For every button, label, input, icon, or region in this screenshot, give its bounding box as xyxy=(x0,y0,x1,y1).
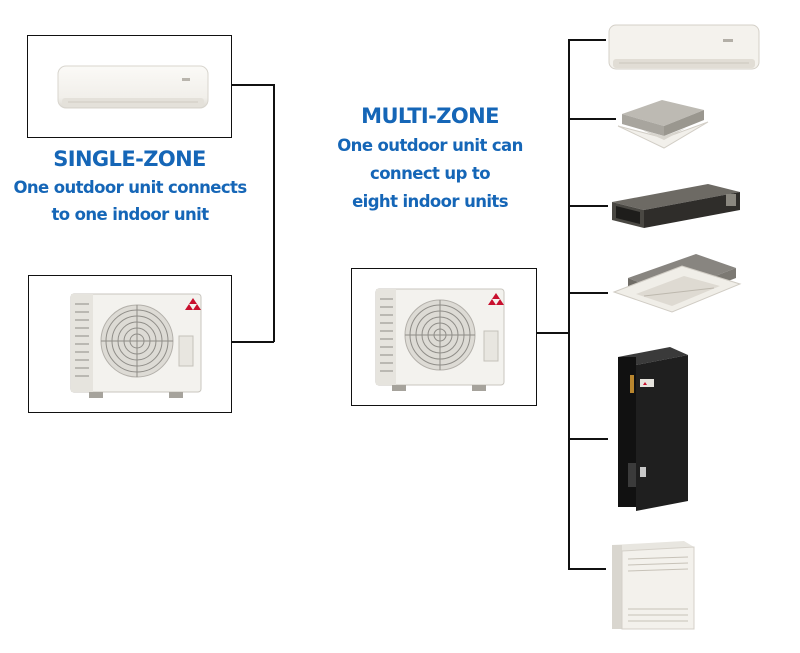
multi-zone-connector-trunk xyxy=(568,39,570,569)
one-way-ceiling-cassette-unit xyxy=(612,254,742,313)
single-zone-connector-vertical xyxy=(273,84,275,342)
multi-zone-branch-1 xyxy=(568,39,606,41)
multi-zone-branch-6 xyxy=(568,568,606,570)
single-zone-title: SINGLE-ZONE xyxy=(53,147,206,171)
ducted-concealed-unit xyxy=(612,184,740,228)
outdoor-condenser-unit xyxy=(70,293,202,398)
single-zone-connector-bottom xyxy=(232,341,274,343)
single-zone-connector-top xyxy=(232,84,274,86)
floor-mounted-console-unit xyxy=(612,541,695,630)
single-zone-indoor-unit-frame xyxy=(27,35,232,138)
multi-zone-branch-4 xyxy=(568,292,608,294)
multi-zone-description-line-2: connect up to xyxy=(370,164,491,183)
multi-zone-description-line-3: eight indoor units xyxy=(352,192,508,211)
wall-mounted-indoor-unit xyxy=(608,24,760,70)
multi-zone-connector-main xyxy=(537,332,569,334)
single-zone-outdoor-unit-frame xyxy=(28,275,232,413)
ceiling-cassette-unit xyxy=(617,100,709,149)
outdoor-condenser-unit xyxy=(375,288,505,391)
single-zone-description-line-2: to one indoor unit xyxy=(51,205,210,224)
multi-zone-branch-3 xyxy=(568,205,608,207)
vertical-air-handler-unit xyxy=(618,347,688,511)
multi-zone-branch-5 xyxy=(568,438,608,440)
multi-zone-outdoor-unit-frame xyxy=(351,268,537,406)
wall-mounted-indoor-unit xyxy=(57,65,209,109)
multi-zone-description-line-1: One outdoor unit can xyxy=(337,136,523,155)
single-zone-description-line-1: One outdoor unit connects xyxy=(13,178,247,197)
multi-zone-title: MULTI-ZONE xyxy=(361,104,499,128)
multi-zone-branch-2 xyxy=(568,118,616,120)
